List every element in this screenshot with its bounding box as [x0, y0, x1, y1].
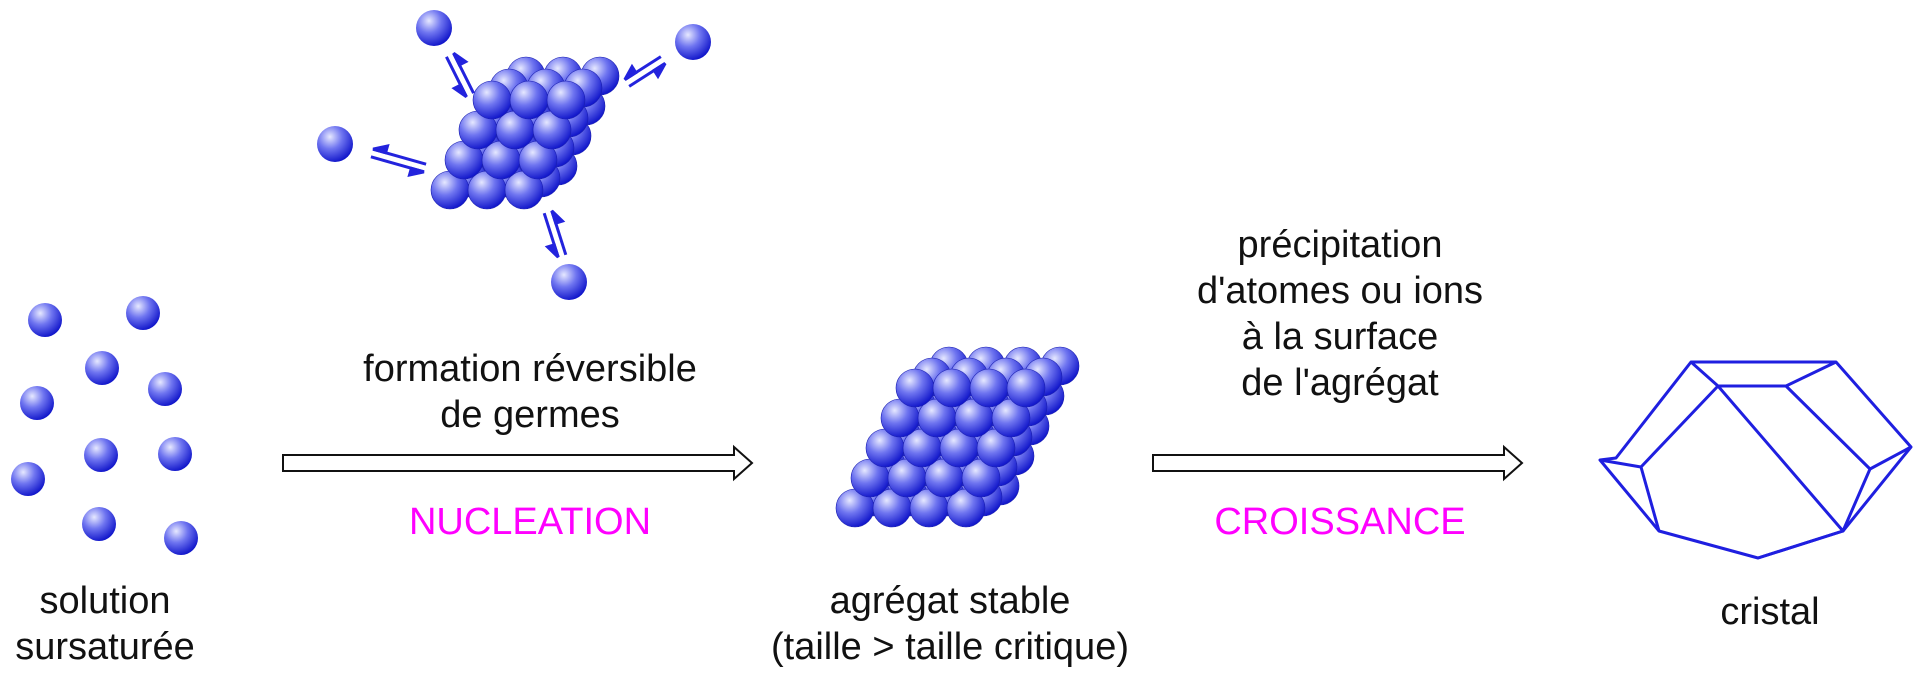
aggregate-label-line2: (taille > taille critique)	[771, 626, 1129, 668]
growth-description-line4: de l'agrégat	[1241, 362, 1439, 404]
nucleation-description: formation réversible de germes	[300, 346, 760, 438]
sphere-icon	[126, 296, 160, 330]
sphere-icon	[85, 351, 119, 385]
nucleation-description-line1: formation réversible	[363, 348, 697, 390]
growth-step-label: CROISSANCE	[1214, 501, 1466, 543]
solution-label: solution sursaturée	[0, 578, 210, 670]
process-arrow-icon	[1152, 444, 1524, 482]
sphere-icon	[28, 303, 62, 337]
sphere-icon	[472, 80, 512, 120]
growth-description-line3: à la surface	[1241, 316, 1439, 358]
sphere-icon	[164, 521, 198, 555]
sphere-icon	[509, 80, 549, 120]
stable-aggregate	[835, 346, 1080, 528]
sphere-icon	[416, 10, 452, 46]
sphere-icon	[84, 438, 118, 472]
nucleation-step-label: NUCLEATION	[408, 501, 652, 543]
sphere-icon	[932, 368, 972, 408]
sphere-icon	[551, 264, 587, 300]
sphere-icon	[1006, 368, 1046, 408]
sphere-icon	[969, 368, 1009, 408]
sphere-icon	[158, 437, 192, 471]
growth-description-line1: précipitation	[1237, 224, 1443, 266]
sphere-icon	[11, 462, 45, 496]
sphere-icon	[317, 126, 353, 162]
growth-description-line2: d'atomes ou ions	[1196, 270, 1484, 312]
equilibrium-arrows	[370, 51, 667, 259]
growth-description: précipitation d'atomes ou ions à la surf…	[1140, 222, 1540, 406]
solution-label-line2: sursaturée	[15, 626, 195, 668]
crystal-label: cristal	[1720, 591, 1820, 633]
sphere-icon	[675, 24, 711, 60]
sphere-icon	[148, 372, 182, 406]
solution-particles	[11, 296, 198, 555]
germ-cluster	[430, 56, 620, 210]
sphere-icon	[895, 368, 935, 408]
aggregate-label: agrégat stable (taille > taille critique…	[730, 578, 1170, 670]
aggregate-label-line1: agrégat stable	[829, 580, 1071, 622]
sphere-icon	[82, 507, 116, 541]
nucleation-description-line2: de germes	[440, 394, 620, 436]
process-arrow-icon	[282, 444, 754, 482]
exchanging-particles	[317, 10, 711, 300]
crystal-polyhedron-icon	[1598, 360, 1913, 560]
sphere-icon	[546, 80, 586, 120]
solution-label-line1: solution	[39, 580, 171, 622]
sphere-icon	[20, 386, 54, 420]
